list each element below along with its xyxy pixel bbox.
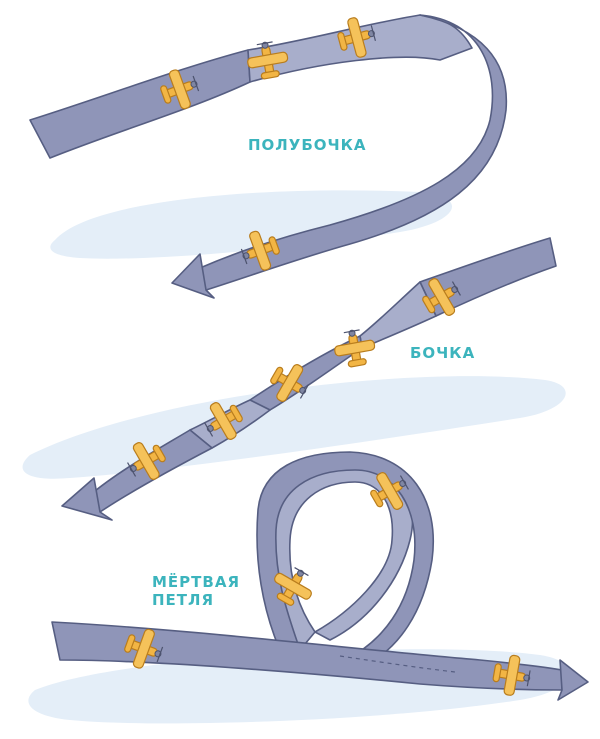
barrel-roll-twist-1 — [359, 281, 437, 349]
barrel-roll-label: БОЧКА — [410, 344, 476, 362]
loop-label-line2: ПЕТЛЯ — [152, 591, 215, 609]
loop-label-line1: МЁРТВАЯ — [152, 573, 240, 591]
barrel-roll-end — [419, 237, 557, 317]
half-roll-label: ПОЛУБОЧКА — [248, 136, 367, 154]
arrow-head-icon — [171, 253, 215, 299]
arrow-head-icon — [557, 659, 589, 701]
arrow-head-icon — [61, 477, 113, 521]
loop-ribbon — [51, 451, 589, 701]
loop-outer — [256, 451, 434, 669]
half-roll-rise — [29, 49, 251, 159]
loop-label: МЁРТВАЯ ПЕТЛЯ — [152, 573, 240, 609]
